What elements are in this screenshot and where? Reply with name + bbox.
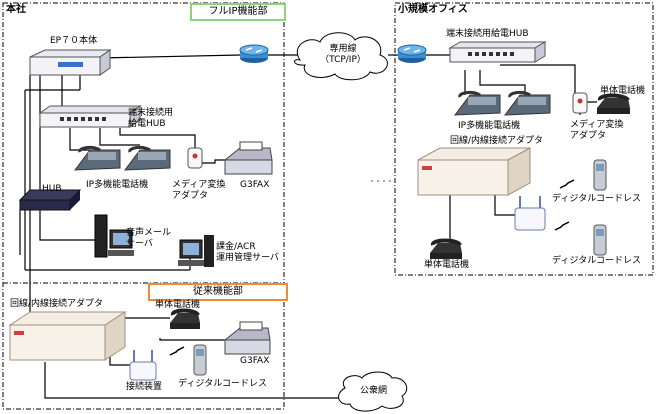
banner-legacy: 従来機能部 — [148, 283, 288, 301]
label-line-adapter-legacy: 回線/内線接続アダプタ — [10, 299, 104, 309]
single-phone-office-top — [597, 93, 630, 114]
label-ip-phone-main: IP多機能電話機 — [86, 180, 149, 190]
media-converter-main — [187, 147, 203, 169]
single-phone-legacy — [170, 308, 200, 329]
label-voicemail-2: サーバ — [126, 239, 153, 249]
label-single-phone-office: 単体電話機 — [600, 86, 646, 96]
label-line-adapter-office: 回線/内線接続アダプタ — [450, 136, 544, 146]
label-media-conv-office-1: メディア変換 — [570, 120, 624, 130]
label-single-phone-legacy: 単体電話機 — [155, 300, 201, 310]
voicemail-server — [94, 214, 134, 258]
base-station-office — [514, 196, 546, 231]
label-dect-office-1: ディジタルコードレス — [552, 194, 642, 204]
label-leased-line: 専用線 （TCP/IP） — [318, 44, 368, 66]
g3fax-legacy — [223, 321, 271, 355]
dect-handset-office-2 — [593, 224, 607, 256]
label-media-conv-office-2: アダプタ — [570, 131, 607, 141]
label-voicemail: 音声メール サーバ — [126, 228, 171, 250]
media-converter-office — [572, 92, 588, 114]
poe-hub-main — [38, 105, 142, 128]
label-media-conv-main-1: メディア変換 — [172, 180, 226, 190]
label-media-conv-office: メディア変換 アダプタ — [570, 120, 623, 142]
g3fax-main — [223, 141, 273, 175]
dotted-gap — [371, 180, 391, 182]
line-adapter-legacy — [8, 311, 127, 361]
hub-device — [18, 189, 82, 211]
banner-full-ip: フルIP機能部 — [190, 3, 286, 21]
label-single-phone-office-bottom: 単体電話機 — [424, 260, 470, 270]
base-station-legacy — [129, 350, 157, 381]
label-media-conv-main: メディア変換 アダプタ — [172, 180, 225, 202]
label-ep70: EP７０本体 — [50, 36, 98, 46]
label-poe-hub-office: 端末接続用給電HUB — [446, 29, 529, 39]
public-network-cloud — [338, 371, 408, 412]
billing-server — [178, 235, 214, 267]
label-g3fax-legacy: G3FAX — [240, 356, 270, 366]
label-public-network: 公衆網 — [360, 386, 388, 396]
label-dect-legacy: ディジタルコードレス — [178, 379, 268, 389]
label-ip-phone-office: IP多機能電話機 — [458, 121, 521, 131]
label-dect-office-2: ディジタルコードレス — [552, 256, 642, 266]
ip-phone-main-2 — [123, 145, 171, 171]
label-g3fax-main: G3FAX — [240, 180, 270, 190]
label-poe-hub-main-1: 端末接続用 — [128, 108, 174, 118]
ep70-main-unit — [29, 49, 112, 76]
label-voicemail-1: 音声メール — [126, 228, 172, 238]
ip-phone-office-1 — [453, 90, 501, 116]
poe-hub-office — [448, 41, 547, 63]
label-base-station: 接続装置 — [126, 382, 163, 392]
region-title-honsha: 本社 — [6, 4, 26, 15]
connection-lines — [19, 54, 597, 399]
label-leased-line-1: 専用線 — [329, 44, 357, 54]
ip-phone-main-1 — [73, 145, 121, 171]
line-adapter-office — [417, 147, 531, 196]
label-poe-hub-main: 端末接続用 給電HUB — [128, 108, 173, 130]
dect-handset-legacy — [193, 344, 207, 376]
label-media-conv-main-2: アダプタ — [172, 191, 209, 201]
small-office-region-border — [394, 2, 654, 276]
label-hub: HUB — [42, 184, 62, 194]
wireless-links — [169, 179, 575, 356]
label-leased-line-2: （TCP/IP） — [320, 55, 366, 65]
label-billing-2: 運用管理サーバ — [216, 253, 279, 263]
label-billing: 課金/ACR 運用管理サーバ — [216, 242, 279, 264]
label-poe-hub-main-2: 給電HUB — [128, 119, 166, 129]
router-main — [239, 44, 269, 63]
dect-handset-office-1 — [593, 159, 607, 191]
region-title-small-office: 小規模オフィス — [398, 4, 468, 15]
router-office — [397, 44, 427, 63]
single-phone-office-bottom — [430, 238, 462, 259]
label-billing-1: 課金/ACR — [216, 242, 256, 252]
leased-line-cloud — [294, 32, 388, 81]
honsha-region-border — [2, 2, 285, 410]
ip-phone-office-2 — [503, 90, 551, 116]
